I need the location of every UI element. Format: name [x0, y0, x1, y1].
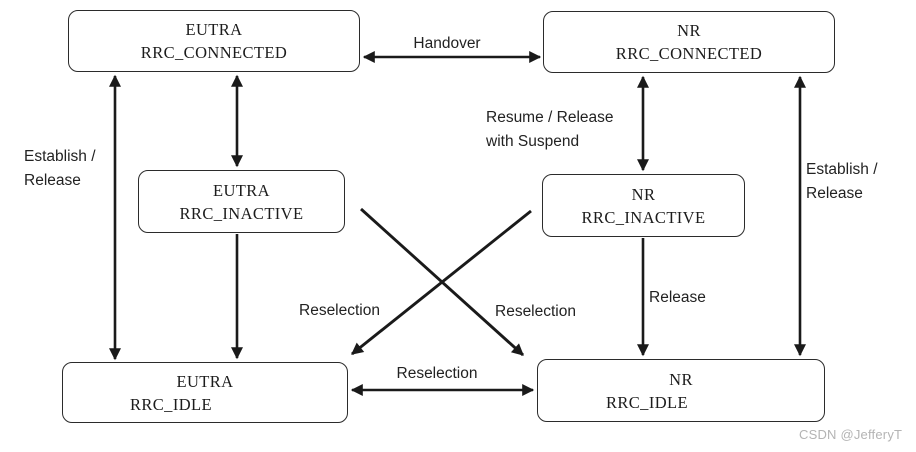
edge-label-establish-release-right: Establish / Release: [806, 158, 878, 206]
state-label-line1: NR: [677, 21, 701, 40]
watermark: CSDN @JefferyT: [799, 427, 903, 442]
edge-label-line1: Establish /: [806, 161, 878, 178]
edge-label-line1: Establish /: [24, 148, 96, 165]
edge-label-line2: Release: [24, 172, 81, 189]
edge-label-resume-release-with-suspend: Resume / Release with Suspend: [486, 106, 614, 154]
edge-label-line1: Resume / Release: [486, 109, 614, 126]
edge-label-line2: with Suspend: [486, 133, 580, 150]
state-label-line1: NR: [669, 369, 693, 389]
edge-label-reselection-left: Reselection: [299, 302, 380, 319]
state-nr-rrc-idle: NR RRC_IDLE: [537, 359, 825, 422]
edge-label-line2: Release: [806, 185, 863, 202]
state-label-line1: NR: [631, 184, 656, 204]
state-label-line2: RRC_CONNECTED: [615, 44, 763, 63]
state-eutra-rrc-connected: EUTRA RRC_CONNECTED: [68, 10, 360, 72]
state-label-line2: RRC_INACTIVE: [581, 207, 706, 227]
edge-label-establish-release-left: Establish / Release: [24, 145, 96, 193]
state-label-line1: EUTRA: [213, 180, 270, 200]
state-label-line1: EUTRA: [176, 371, 234, 391]
state-label-line2: RRC_CONNECTED: [140, 43, 288, 62]
edge-reselection-nr-inactive-to-eutra-idle-arrow: [351, 209, 532, 356]
state-eutra-rrc-inactive: EUTRA RRC_INACTIVE: [138, 170, 345, 233]
state-eutra-rrc-idle: EUTRA RRC_IDLE: [62, 362, 348, 423]
state-label-line2: RRC_IDLE: [605, 392, 689, 412]
state-label-line2: RRC_IDLE: [129, 394, 213, 414]
edge-label-reselection-right: Reselection: [495, 303, 576, 320]
state-label-line2: RRC_INACTIVE: [179, 203, 304, 223]
state-label-line1: EUTRA: [185, 20, 243, 39]
state-nr-rrc-inactive: NR RRC_INACTIVE: [542, 174, 745, 237]
edge-label-reselection-bottom: Reselection: [396, 365, 478, 382]
edge-label-release: Release: [649, 289, 706, 306]
state-nr-rrc-connected: NR RRC_CONNECTED: [543, 11, 835, 73]
edge-label-handover: Handover: [413, 35, 481, 52]
